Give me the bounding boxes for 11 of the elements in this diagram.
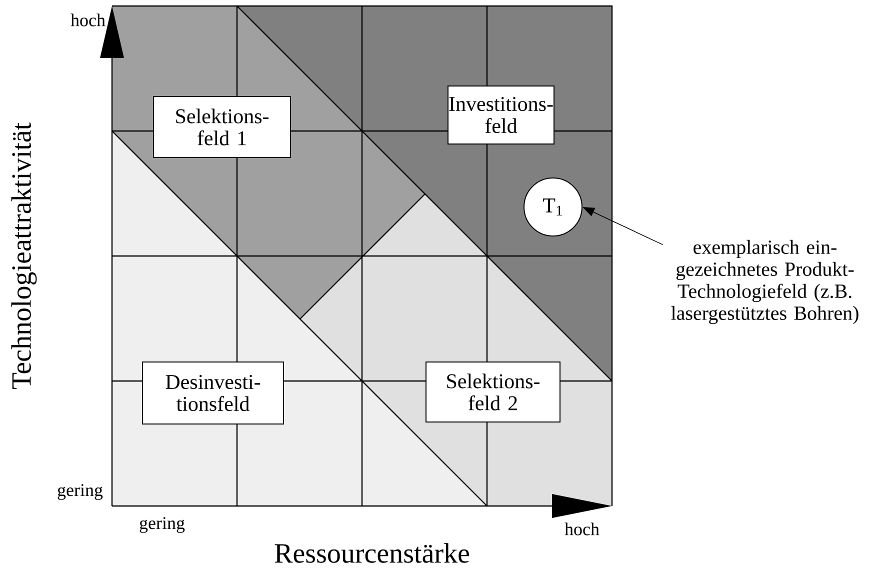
annotation-text: exemplarisch ein- gezeichnetes Produkt- Technologiefeld (z.B. lasergestütztes Bohren) [671,240,858,324]
axis-tick-label: hoch [564,522,600,536]
axis-tick-label: gering [140,517,185,533]
axis-title: Technologieattraktivität [11,122,37,390]
field-label-box: Investitions- feld [448,86,554,144]
field-label-box: Desinvesti- tionsfeld [142,362,284,424]
field-label-box: Selektions- feld 2 [426,362,560,422]
axis-title: Ressourcenstärke [274,543,469,563]
axis-tick-label: gering [58,484,103,500]
field-label-box: Selektions- feld 1 [153,96,291,158]
axis-tick-label: hoch [70,14,106,26]
